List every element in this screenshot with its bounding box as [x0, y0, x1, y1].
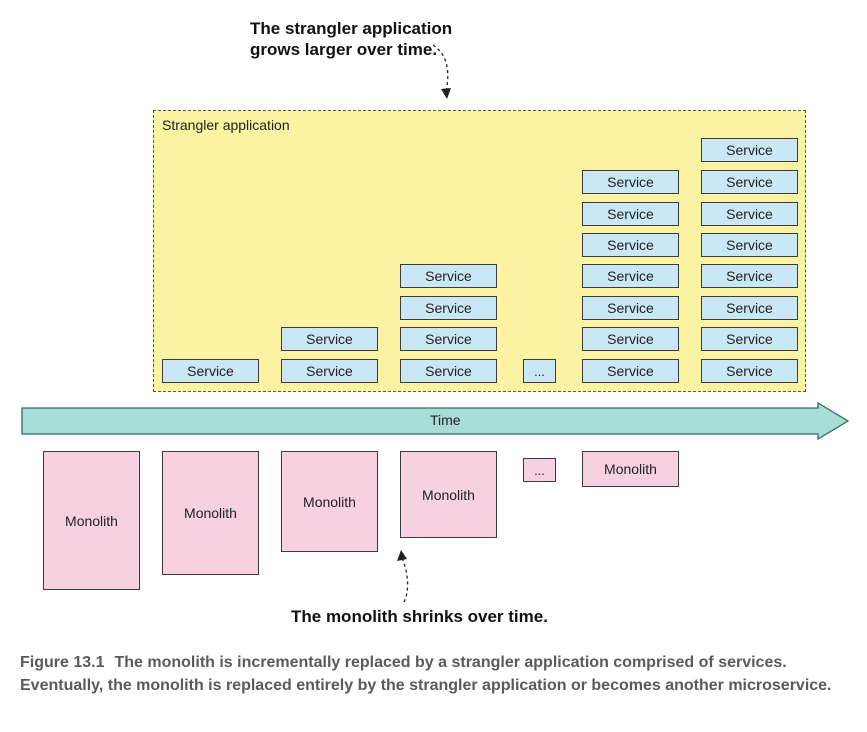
service-box: Service	[582, 233, 679, 257]
callout-arrowhead-top	[441, 88, 451, 99]
callout-line-2: grows larger over time.	[250, 40, 438, 59]
service-box: Service	[400, 296, 497, 320]
service-box: Service	[400, 359, 497, 383]
service-box: Service	[701, 296, 798, 320]
caption-text: The monolith is incrementally replaced b…	[20, 654, 832, 694]
callout-strangler-grows: The strangler application grows larger o…	[250, 18, 510, 60]
monolith-box: Monolith	[281, 451, 378, 552]
figure-number: Figure 13.1	[20, 654, 105, 671]
callout-monolith-shrinks: The monolith shrinks over time.	[291, 607, 548, 626]
service-box: Service	[582, 202, 679, 226]
service-box: Service	[701, 264, 798, 288]
callout-arrowhead-bottom	[397, 550, 407, 561]
service-box: Service	[701, 233, 798, 257]
monolith-box: Monolith	[582, 451, 679, 487]
service-box: Service	[582, 296, 679, 320]
service-box: Service	[701, 359, 798, 383]
service-ellipsis: ...	[523, 359, 556, 383]
callout-arrow-bottom	[401, 557, 409, 603]
service-box: Service	[701, 138, 798, 162]
service-box: Service	[400, 264, 497, 288]
time-arrow	[21, 401, 850, 441]
callout-line-1: The strangler application	[250, 19, 453, 38]
service-box: Service	[582, 327, 679, 351]
service-box: Service	[400, 327, 497, 351]
service-box: Service	[701, 327, 798, 351]
service-box: Service	[701, 202, 798, 226]
callout-arrow-top	[432, 44, 449, 93]
strangler-application-label: Strangler application	[162, 117, 290, 133]
service-box: Service	[281, 359, 378, 383]
service-box: Service	[701, 170, 798, 194]
monolith-box: Monolith	[162, 451, 259, 575]
time-label: Time	[430, 412, 461, 428]
service-box: Service	[582, 359, 679, 383]
monolith-box: Monolith	[43, 451, 140, 590]
service-box: Service	[162, 359, 259, 383]
monolith-ellipsis: ...	[523, 458, 556, 482]
monolith-box: Monolith	[400, 451, 497, 538]
service-box: Service	[281, 327, 378, 351]
service-box: Service	[582, 264, 679, 288]
service-box: Service	[582, 170, 679, 194]
